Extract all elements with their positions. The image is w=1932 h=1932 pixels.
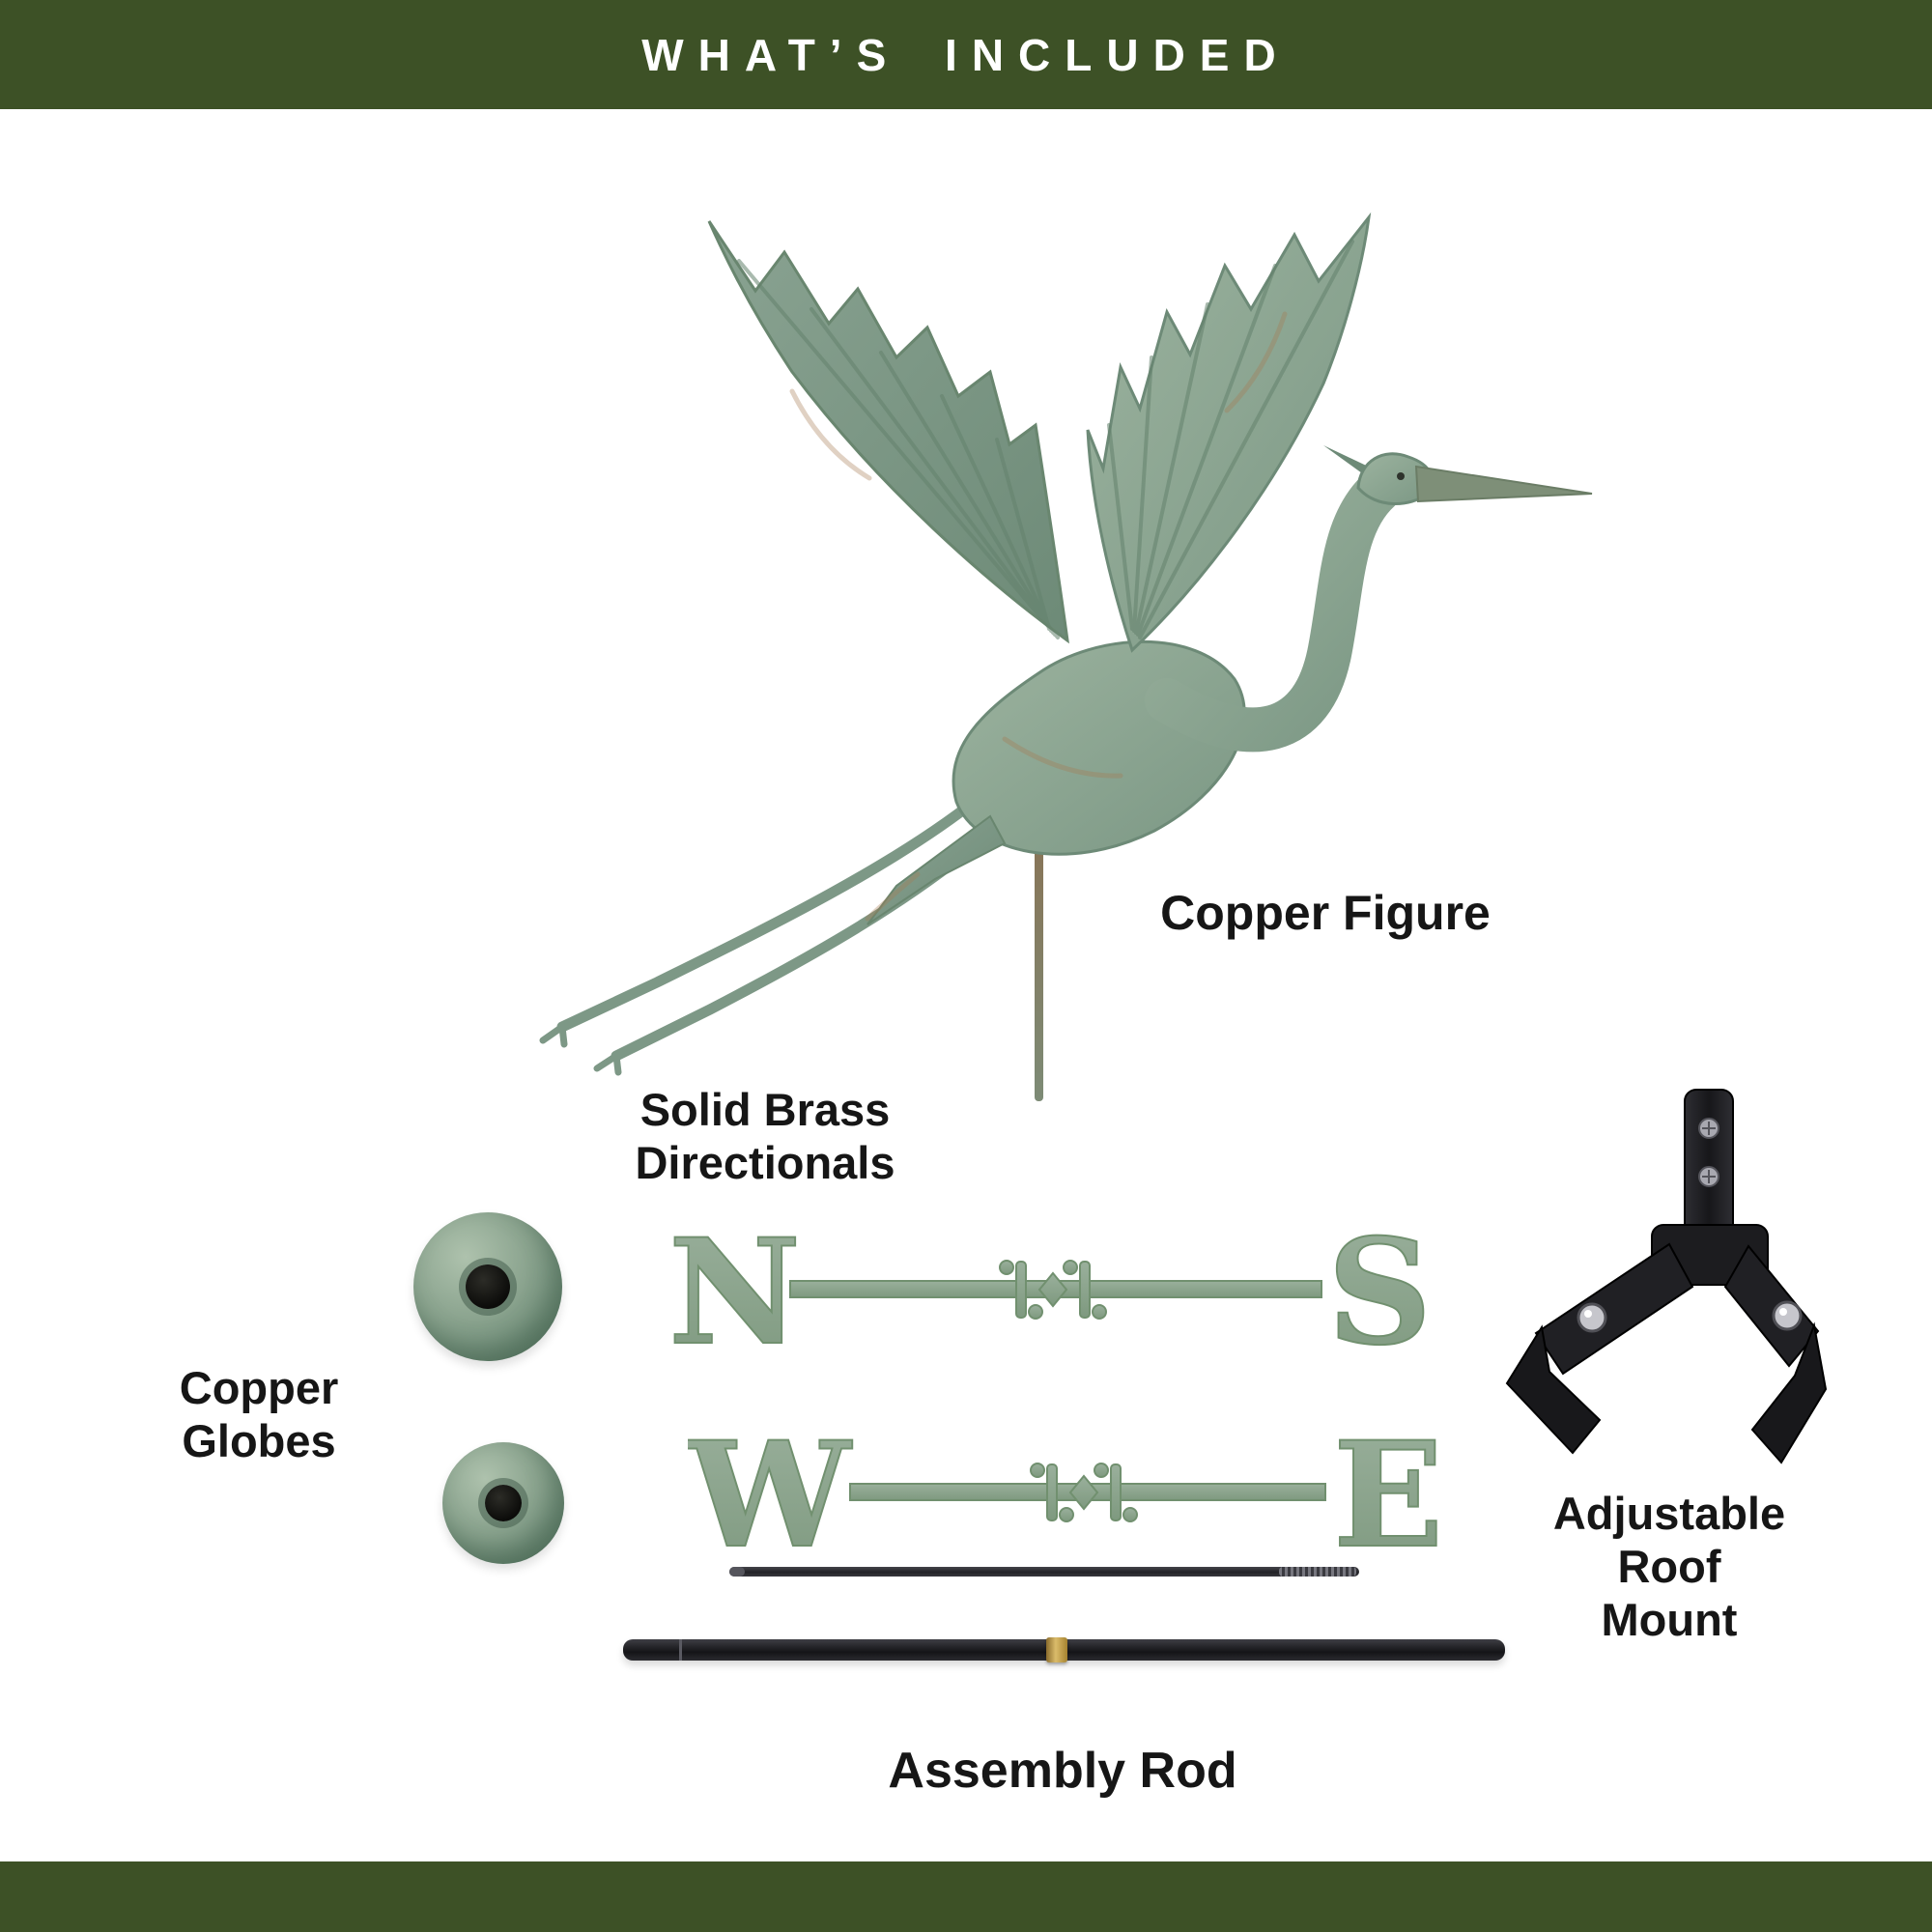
roof-mount-label-line1: Adjustable	[1552, 1488, 1786, 1539]
heron-near-wing	[1086, 212, 1372, 653]
globe-hole	[466, 1264, 510, 1309]
copper-globes-label: Copper Globes	[114, 1362, 404, 1468]
rod-seam	[679, 1639, 682, 1661]
roof-mount-illustration	[1505, 1089, 1828, 1464]
copper-globe-small	[442, 1442, 564, 1564]
copper-globes-label-line2: Globes	[182, 1414, 336, 1466]
mount-hinge-bolts	[1577, 1300, 1803, 1333]
directional-west-east: W E	[688, 1422, 1441, 1577]
heron-legs	[539, 793, 1006, 1076]
copper-globes-label-line1: Copper	[179, 1362, 339, 1413]
letter-north: N	[668, 1219, 801, 1374]
copper-figure-illustration	[539, 212, 1593, 1101]
assembly-rod-thick	[623, 1637, 1505, 1662]
copper-figure-label-text: Copper Figure	[1160, 886, 1491, 940]
letter-east: E	[1333, 1422, 1441, 1577]
figure-spindle-rod	[1035, 797, 1043, 1101]
heron-beak	[1414, 465, 1593, 503]
letter-south: S	[1327, 1219, 1432, 1374]
heron-far-wing	[707, 220, 1069, 644]
heron-neck	[1145, 468, 1402, 753]
heron-tail	[867, 814, 1007, 925]
far-wing-feathers	[737, 259, 1060, 639]
roof-mount-label-line2: Roof	[1617, 1540, 1721, 1592]
copper-globe-large	[413, 1212, 562, 1361]
copper-streaks	[789, 311, 1288, 922]
page-title: WHAT’S INCLUDED	[641, 29, 1291, 80]
mount-right-foot	[1750, 1321, 1828, 1464]
letter-west: W	[688, 1422, 853, 1577]
assembly-rod-label: Assembly Rod	[869, 1742, 1256, 1801]
mount-socket-screws	[1698, 1118, 1719, 1187]
mount-left-foot	[1505, 1324, 1602, 1455]
directionals-label-line1: Solid Brass	[639, 1084, 891, 1135]
heron-body	[952, 639, 1246, 856]
mount-left-arm	[1534, 1242, 1694, 1376]
bottom-banner	[0, 1861, 1932, 1932]
rod-brass-collar	[1046, 1637, 1067, 1662]
globe-hole	[485, 1485, 522, 1521]
mount-right-arm	[1723, 1244, 1820, 1368]
roof-mount-label-line3: Mount	[1601, 1593, 1738, 1645]
directionals-label-line2: Directionals	[635, 1136, 895, 1188]
heron-head	[1323, 445, 1593, 505]
ns-ornament	[999, 1260, 1107, 1320]
top-banner: WHAT’S INCLUDED	[0, 0, 1932, 109]
rod-end-cap	[729, 1567, 745, 1577]
assembly-rod-thin	[729, 1567, 1359, 1577]
directionals-label: Solid Brass Directionals	[572, 1084, 958, 1190]
we-ornament	[1030, 1463, 1138, 1522]
near-wing-feathers	[1107, 240, 1354, 639]
directional-north-south: N S	[668, 1219, 1433, 1374]
rod-threaded-end	[1279, 1567, 1356, 1577]
roof-mount-label: Adjustable Roof Mount	[1524, 1488, 1814, 1647]
copper-figure-label: Copper Figure	[1132, 885, 1519, 942]
assembly-rod-label-text: Assembly Rod	[888, 1743, 1237, 1799]
